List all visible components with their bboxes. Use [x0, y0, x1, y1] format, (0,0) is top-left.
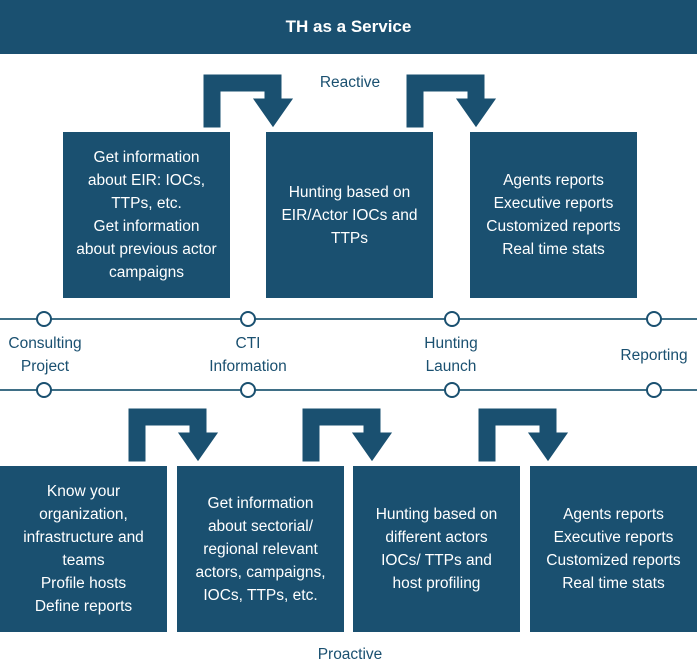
- timeline-marker: [444, 311, 460, 327]
- timeline-marker: [36, 382, 52, 398]
- bent-arrow-icon: [477, 407, 570, 463]
- timeline-marker: [444, 382, 460, 398]
- reactive-label: Reactive: [319, 74, 381, 91]
- proactive-label: Proactive: [317, 646, 383, 663]
- proactive-box-hunting: Hunting based on different actors IOCs/ …: [353, 466, 520, 632]
- stage-hunting-launch: Hunting Launch: [424, 335, 478, 375]
- timeline-marker: [646, 311, 662, 327]
- bent-arrow-icon: [202, 73, 295, 129]
- proactive-box-cti: Get information about sectorial/ regiona…: [177, 466, 344, 632]
- stage-consulting-project: Consulting Project: [8, 335, 82, 375]
- reactive-box-hunting: Hunting based on EIR/Actor IOCs and TTPs: [266, 132, 433, 298]
- timeline-marker: [240, 311, 256, 327]
- bent-arrow-icon: [301, 407, 394, 463]
- reactive-box-cti: Get information about EIR: IOCs, TTPs, e…: [63, 132, 230, 298]
- reactive-box-reporting: Agents reports Executive reports Customi…: [470, 132, 637, 298]
- timeline-marker: [646, 382, 662, 398]
- bent-arrow-icon: [405, 73, 498, 129]
- timeline-marker: [240, 382, 256, 398]
- stage-reporting: Reporting: [620, 347, 688, 364]
- title-banner: TH as a Service: [0, 0, 697, 54]
- page-title: TH as a Service: [285, 17, 412, 36]
- proactive-box-reporting: Agents reports Executive reports Customi…: [530, 466, 697, 632]
- proactive-box-consulting: Know your organization, infrastructure a…: [0, 466, 167, 632]
- stage-cti-information: CTI Information: [209, 335, 287, 375]
- bent-arrow-icon: [127, 407, 220, 463]
- timeline-marker: [36, 311, 52, 327]
